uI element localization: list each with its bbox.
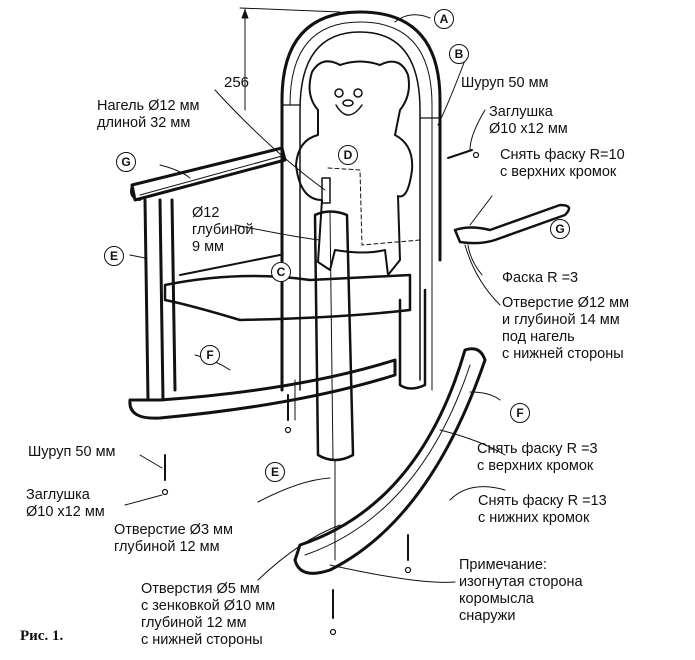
left-front-leg (143, 198, 177, 402)
backrest-arch (280, 10, 442, 392)
hole-12-14-line-3: под нагель (502, 329, 575, 345)
chamfer-r10-line-1: Снять фаску R=10 (500, 147, 625, 163)
plug-bottom-line-2: Ø10 x12 мм (26, 504, 105, 520)
hole-depth-9-line-3: 9 мм (192, 239, 225, 255)
note-label: Примечание: изогнутая сторона коромысла … (459, 557, 583, 625)
chamfer-r13-line-2: с нижних кромок (478, 510, 590, 526)
chamfer-r10-line-2: с верхних кромок (500, 164, 617, 180)
height-dimension (239, 7, 341, 111)
hole-3-line-2: глубиной 12 мм (114, 539, 220, 555)
figure-caption: Рис. 1. (20, 628, 64, 644)
holes-5-line-2: с зенковкой Ø10 мм (141, 598, 276, 614)
part-label-a: A (434, 9, 454, 29)
screws (161, 149, 480, 636)
height-dimension-label: 256 (224, 74, 250, 91)
hole-12-14-line-2: и глубиной 14 мм (502, 312, 620, 328)
part-label-f-right: F (510, 403, 530, 423)
right-armrest (453, 195, 571, 245)
hole-depth-9-line-1: Ø12 (192, 205, 220, 221)
holes-5-line-1: Отверстия Ø5 мм (141, 581, 260, 597)
front-leg-exploded (313, 210, 355, 561)
part-label-e-left: E (104, 246, 124, 266)
dowel-line-1: Нагель Ø12 мм (97, 98, 200, 114)
screw-bottom-label: Шуруп 50 мм (28, 444, 116, 460)
chamfer-r3-rocker-line-1: Снять фаску R =3 (477, 441, 598, 457)
dowel-line-2: длиной 32 мм (97, 115, 191, 131)
holes-5-line-4: с нижней стороны (141, 632, 263, 648)
hole-depth-9-line-2: глубиной (192, 222, 254, 238)
note-line-4: снаружи (459, 608, 516, 624)
right-rocker (293, 347, 487, 575)
part-label-g-right: G (550, 219, 570, 239)
hole-12-14-line-4: с нижней стороны (502, 346, 624, 362)
part-label-f-left: F (200, 345, 220, 365)
note-line-3: коромысла (459, 591, 534, 607)
bear-back-panel (295, 60, 421, 276)
part-label-c: C (271, 262, 291, 282)
chamfer-r3-rocker-line-2: с верхних кромок (477, 458, 594, 474)
hole-depth-9-label: Ø12 глубиной 9 мм (192, 205, 253, 256)
chamfer-r13-label: Снять фаску R =13 с нижних кромок (478, 493, 607, 527)
part-label-d: D (338, 145, 358, 165)
plug-top-line-2: Ø10 x12 мм (489, 121, 568, 137)
chamfer-r10-label: Снять фаску R=10 с верхних кромок (500, 147, 625, 181)
hole-12-14-label: Отверстие Ø12 мм и глубиной 14 мм под на… (502, 295, 629, 363)
plug-top-label: Заглушка Ø10 x12 мм (489, 104, 568, 138)
chamfer-r13-line-1: Снять фаску R =13 (478, 493, 607, 509)
left-rocker (128, 358, 397, 421)
hole-3-line-1: Отверстие Ø3 мм (114, 522, 233, 538)
hole-12-14-line-1: Отверстие Ø12 мм (502, 295, 630, 311)
holes-5-label: Отверстия Ø5 мм с зенковкой Ø10 мм глуби… (141, 581, 275, 649)
seat (163, 254, 412, 322)
part-label-g-left: G (116, 152, 136, 172)
holes-5-line-3: глубиной 12 мм (141, 615, 247, 631)
leader-lines (124, 14, 506, 583)
left-armrest (130, 146, 287, 202)
rear-post (398, 288, 427, 390)
chamfer-r3-rocker-label: Снять фаску R =3 с верхних кромок (477, 441, 598, 475)
screw-top-label: Шуруп 50 мм (461, 75, 549, 91)
note-line-1: Примечание: (459, 557, 547, 573)
plug-bottom-line-1: Заглушка (26, 487, 90, 503)
dowel-label: Нагель Ø12 мм длиной 32 мм (97, 98, 200, 132)
part-label-e-front: E (265, 462, 285, 482)
hole-3-label: Отверстие Ø3 мм глубиной 12 мм (114, 522, 233, 556)
plug-top-line-1: Заглушка (489, 104, 553, 120)
chamfer-r3-arm-label: Фаска R =3 (502, 270, 579, 286)
part-label-b: B (449, 44, 469, 64)
note-line-2: изогнутая сторона (459, 574, 583, 590)
plug-bottom-label: Заглушка Ø10 x12 мм (26, 487, 105, 521)
